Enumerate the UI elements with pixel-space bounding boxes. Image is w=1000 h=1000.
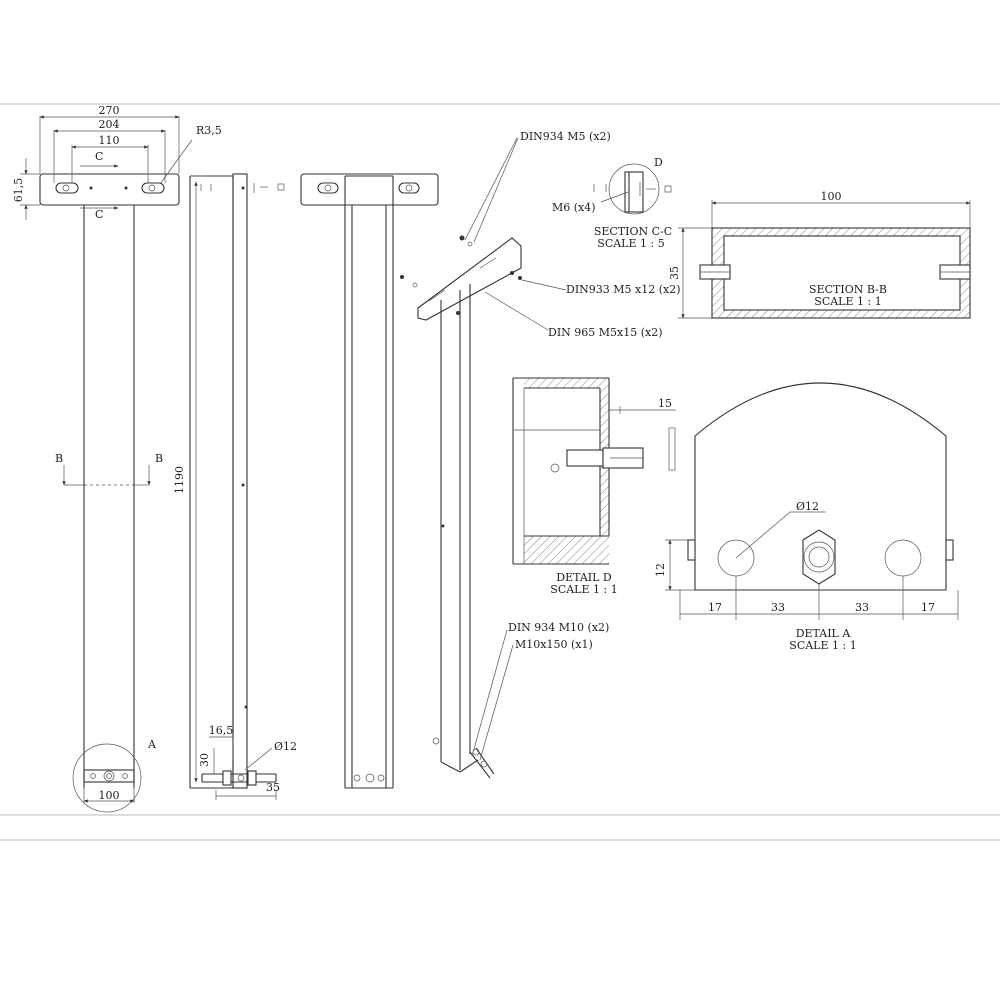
dim-1190: 1190 <box>173 466 186 494</box>
dim-204: 204 <box>99 118 120 131</box>
detail-d-view: 15 DETAIL D SCALE 1 : 1 <box>512 377 676 596</box>
callout-din933-m5: DIN933 M5 x12 (x2) <box>566 283 681 296</box>
dim-100-base: 100 <box>99 789 120 802</box>
dim-detail-a-33-left: 33 <box>771 601 785 614</box>
callout-m6: M6 (x4) <box>552 201 596 214</box>
detail-a-scale: SCALE 1 : 1 <box>789 639 856 652</box>
detail-d-marker: D <box>654 156 663 169</box>
dim-detail-a-dia: Ø12 <box>796 500 819 513</box>
section-b-left-label: B <box>55 452 63 465</box>
dim-radius: R3,5 <box>196 124 222 137</box>
dim-detail-a-17-left: 17 <box>708 601 722 614</box>
side-view-dimensions: 1190 16,5 30 Ø12 35 <box>173 175 297 800</box>
section-markers: C C B B A <box>55 150 163 751</box>
section-c-bottom-label: C <box>95 208 103 221</box>
dim-detail-d-15: 15 <box>658 397 672 410</box>
section-bb-scale: SCALE 1 : 1 <box>814 295 881 308</box>
callout-din965: DIN 965 M5x15 (x2) <box>548 326 663 339</box>
front-view-dimension-labels: 270 204 110 R3,5 61,5 100 <box>12 104 222 802</box>
dim-detail-a-17-right: 17 <box>921 601 935 614</box>
detail-a-title: DETAIL A <box>796 627 852 640</box>
detail-d-title: DETAIL D <box>556 571 612 584</box>
dim-35: 35 <box>266 781 280 794</box>
detail-d-scale: SCALE 1 : 1 <box>550 583 617 596</box>
isometric-view <box>400 137 567 779</box>
detail-a-marker: A <box>147 738 157 751</box>
callout-din934-m5: DIN934 M5 (x2) <box>520 130 611 143</box>
dim-35-section: 35 <box>668 266 681 280</box>
side-view <box>189 173 285 789</box>
callout-m10x150: M10x150 (x1) <box>515 638 593 651</box>
dim-270: 270 <box>99 104 120 117</box>
dim-100-section: 100 <box>821 190 842 203</box>
section-b-right-label: B <box>155 452 163 465</box>
detail-a-view: Ø12 12 17 33 33 17 DETAIL A SCALE 1 : 1 <box>654 382 959 652</box>
section-cc-view: D M6 (x4) SECTION C-C SCALE 1 : 5 <box>552 156 672 250</box>
section-c-top-label: C <box>95 150 103 163</box>
sheet-frame <box>0 103 1000 841</box>
back-view <box>300 173 439 789</box>
callout-din934-m10: DIN 934 M10 (x2) <box>508 621 609 634</box>
section-cc-title: SECTION C-C <box>594 225 672 238</box>
dim-detail-a-33-right: 33 <box>855 601 869 614</box>
isometric-callouts: DIN934 M5 (x2) DIN933 M5 x12 (x2) DIN 96… <box>508 130 681 651</box>
dim-dia-12-side: Ø12 <box>274 740 297 753</box>
section-cc-scale: SCALE 1 : 5 <box>597 237 664 250</box>
dim-110: 110 <box>99 134 120 147</box>
section-bb-view: 100 35 SECTION B-B SCALE 1 : 1 <box>668 190 971 319</box>
section-bb-title: SECTION B-B <box>809 283 887 296</box>
front-view-dimensions <box>20 115 193 803</box>
front-view <box>39 173 180 813</box>
dim-16-5: 16,5 <box>209 724 234 737</box>
dim-30: 30 <box>198 753 211 767</box>
dim-61-5: 61,5 <box>12 178 25 203</box>
dim-detail-a-12: 12 <box>654 563 667 577</box>
